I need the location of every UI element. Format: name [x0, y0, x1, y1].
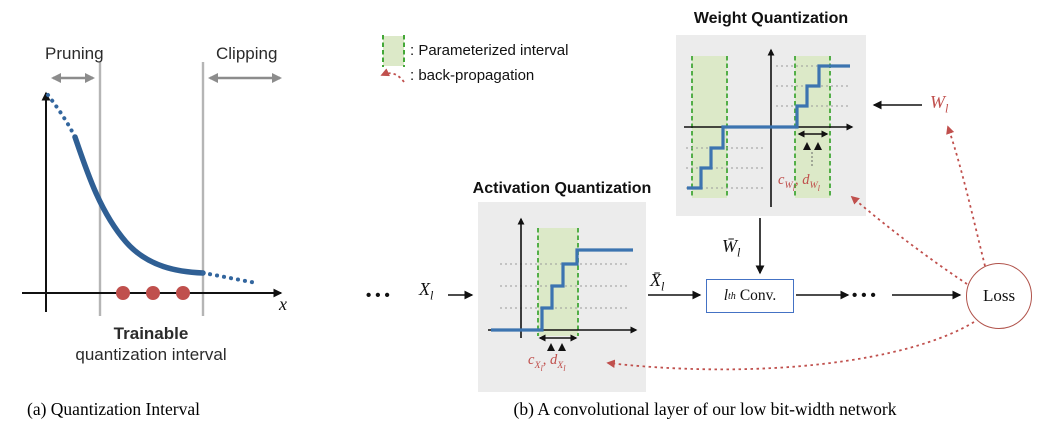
quant-level-dot: [146, 286, 160, 300]
aq-params-label: cXl, dXl: [528, 352, 566, 373]
pruning-label: Pruning: [45, 44, 104, 63]
quant-level-dot: [116, 286, 130, 300]
backprop-loss-to-w: [946, 125, 986, 267]
curve-dotted-lower: [201, 271, 259, 285]
curve-solid: [72, 134, 206, 276]
ellipsis-right: •••: [852, 287, 880, 304]
x-input-label: Xl: [419, 279, 434, 303]
backprop-loss-to-cx-dx: [606, 321, 975, 371]
loss-label: Loss: [982, 286, 1016, 305]
legend-graphics: [380, 35, 405, 83]
loss-node: Loss: [966, 263, 1032, 329]
wq-params-label: cWl, dWl: [778, 172, 820, 193]
x-axis-label: x: [279, 294, 287, 314]
x-bar-label: X̄l: [650, 270, 665, 294]
backprop-loss-to-cw-dw: [850, 195, 968, 285]
curve-dotted-upper: [46, 93, 77, 139]
panel-a-graphics: [22, 62, 283, 316]
quantization-interval-label: quantization interval: [75, 345, 227, 364]
quant-level-dot: [176, 286, 190, 300]
w-input-label: Wl: [930, 92, 949, 116]
clipping-label: Clipping: [216, 44, 278, 63]
legend-backprop-label: : back-propagation: [410, 67, 535, 84]
activation-quant-title: Activation Quantization: [472, 180, 652, 197]
legend-backprop-arrow-icon: [380, 68, 405, 83]
conv-l: l: [723, 287, 728, 304]
legend-param-interval-label: : Parameterized interval: [410, 42, 569, 59]
weight-quant-panel: [676, 35, 866, 216]
trainable-label: Trainable: [113, 324, 189, 343]
conv-th: th: [728, 290, 736, 302]
caption-a: (a) Quantization Interval: [27, 399, 200, 419]
caption-b: (b) A convolutional layer of our low bit…: [513, 399, 897, 419]
ellipsis-left: •••: [366, 287, 394, 304]
legend-interval-swatch: [383, 36, 404, 66]
weight-quant-title: Weight Quantization: [693, 10, 849, 27]
conv-label: Conv.: [739, 287, 777, 304]
w-bar-label: W̄l: [722, 236, 741, 260]
